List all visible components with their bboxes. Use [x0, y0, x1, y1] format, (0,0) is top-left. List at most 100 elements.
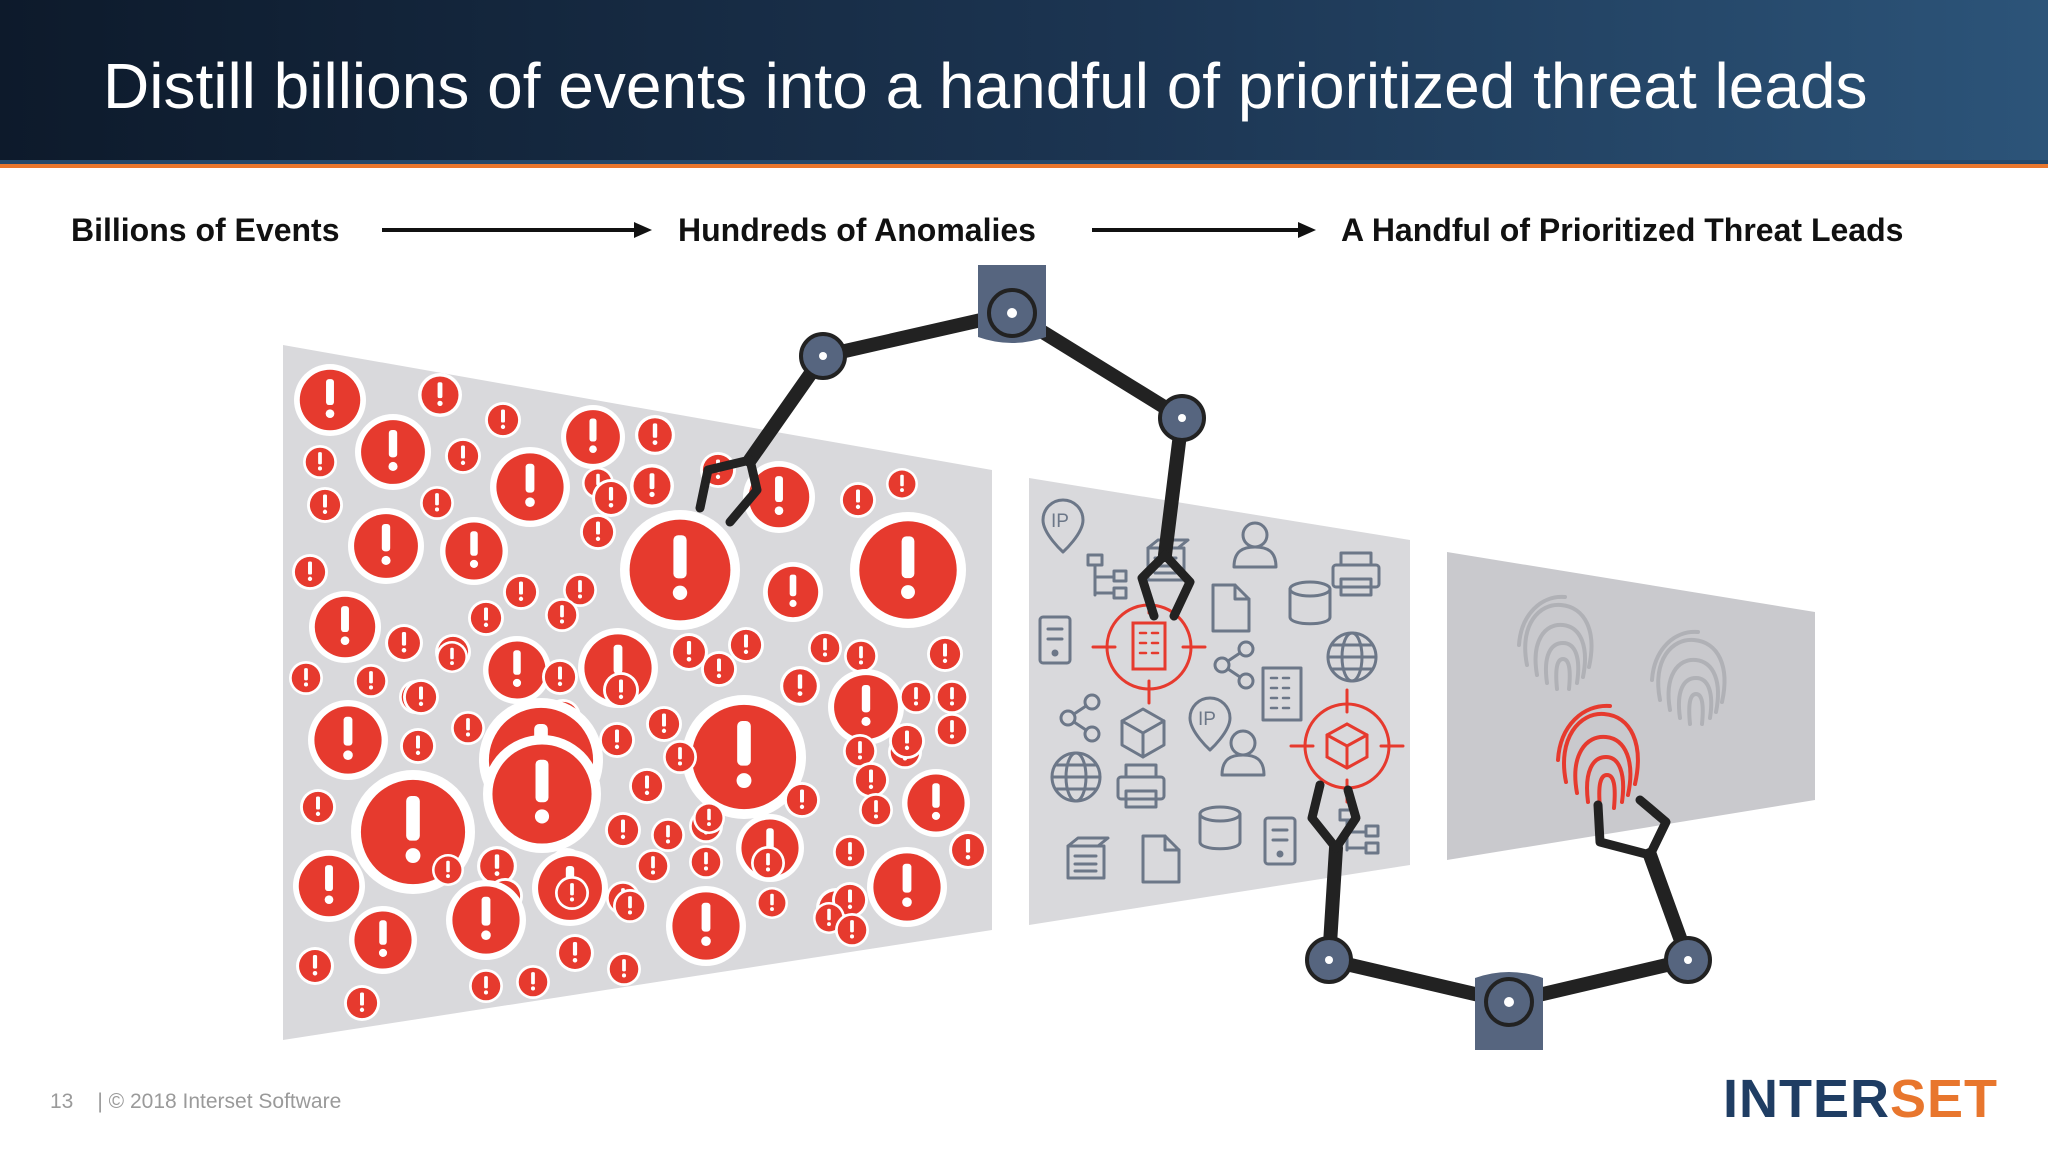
- alert-icon: [440, 517, 508, 585]
- gripper-claw: [1137, 550, 1195, 621]
- alert-icon: [784, 782, 820, 818]
- header-divider-orange: [0, 164, 2048, 168]
- alert-icon: [469, 969, 503, 1003]
- alert-icon: [949, 831, 987, 869]
- alert-icon: [902, 769, 970, 837]
- alert-icon: [542, 659, 578, 695]
- alert-icon: [635, 415, 675, 455]
- alert-icon: [840, 482, 876, 518]
- alert-icon: [886, 468, 918, 500]
- gripper-claw: [1307, 780, 1361, 853]
- alert-icon: [663, 740, 697, 774]
- network-tree-icon: [1086, 553, 1128, 600]
- alert-icon: [561, 405, 625, 469]
- database-icon: [1288, 580, 1332, 626]
- alert-icon: [516, 965, 550, 999]
- alert-icon: [844, 639, 878, 673]
- alert-icon: [303, 445, 337, 479]
- alert-icon: [613, 889, 647, 923]
- alert-icon: [451, 711, 485, 745]
- alert-icon: [756, 887, 788, 919]
- alert-icon: [294, 364, 366, 436]
- alert-icon: [780, 666, 820, 706]
- alert-icon: [354, 664, 388, 698]
- alert-icon: [436, 641, 468, 673]
- alert-icon: [289, 661, 323, 695]
- alert-icon: [636, 849, 670, 883]
- printer-icon: [1331, 551, 1381, 597]
- alert-icon: [580, 514, 616, 550]
- alert-icon: [446, 880, 526, 960]
- server-icon: [1263, 816, 1297, 866]
- alert-icon: [293, 850, 365, 922]
- alert-icon: [349, 906, 417, 974]
- alert-icon: [651, 818, 685, 852]
- printer-icon: [1116, 763, 1166, 809]
- alert-icon: [808, 631, 842, 665]
- alert-icon: [751, 846, 785, 880]
- alert-icon: [420, 486, 454, 520]
- globe-icon: [1050, 751, 1102, 803]
- alert-icon: [483, 735, 601, 853]
- alert-icon: [432, 854, 464, 886]
- robotic-arm-top: [695, 265, 1206, 621]
- alert-icon: [348, 508, 424, 584]
- alert-icon: [300, 789, 336, 825]
- footer: 13| © 2018 Interset Software: [50, 1090, 341, 1114]
- share-icon: [1213, 640, 1255, 690]
- arrow-right-icon: [382, 222, 652, 238]
- gripper-claw: [1593, 795, 1671, 860]
- title-bar: Distill billions of events into a handfu…: [0, 0, 2048, 160]
- alert-icon: [603, 672, 639, 708]
- alert-icon: [485, 402, 521, 438]
- logo-part-set: SET: [1889, 1069, 1998, 1129]
- ip-label: IP: [1051, 511, 1069, 532]
- fingerprint-icon: [1650, 629, 1727, 726]
- alert-icon: [850, 512, 966, 628]
- alert-icon: [646, 706, 682, 742]
- alert-icon: [630, 464, 674, 508]
- alert-icon: [629, 768, 665, 804]
- alert-icon: [355, 414, 431, 490]
- alert-icon: [859, 793, 893, 827]
- interset-logo: INTERSET: [1723, 1068, 1998, 1130]
- fingerprint-icon: [1517, 594, 1594, 691]
- alert-icon: [927, 636, 963, 672]
- alert-icon: [763, 562, 823, 622]
- alert-icon: [418, 373, 462, 417]
- alert-icon: [689, 845, 723, 879]
- prioritized-fingerprint-icon: [1556, 703, 1640, 810]
- alert-icon: [296, 947, 334, 985]
- alert-icon: [556, 934, 594, 972]
- alert-icon: [592, 479, 630, 517]
- robotic-arm-bottom: [1305, 780, 1712, 1050]
- alert-icon: [445, 438, 481, 474]
- file-icon: [1211, 583, 1251, 633]
- alert-icon: [889, 723, 925, 759]
- cube-icon: [1120, 707, 1166, 759]
- page-number: 13: [50, 1090, 74, 1113]
- alert-icon: [403, 679, 439, 715]
- alert-icon: [307, 487, 343, 523]
- alert-icon: [483, 636, 551, 704]
- user-icon: [1232, 521, 1278, 569]
- alert-icon: [833, 835, 867, 869]
- ip-location-icon: IP: [1188, 696, 1232, 752]
- alert-icon: [555, 876, 589, 910]
- alert-icon: [292, 554, 328, 590]
- alert-icon: [666, 886, 746, 966]
- server-icon: [1038, 615, 1072, 665]
- alert-icon: [835, 913, 869, 947]
- alert-icon: [935, 713, 969, 747]
- stage-label-leads: A Handful of Prioritized Threat Leads: [1341, 212, 1904, 248]
- alert-icon: [853, 762, 889, 798]
- document-stack-icon: [1066, 836, 1110, 880]
- alert-icon: [308, 700, 388, 780]
- alert-icon: [620, 510, 740, 630]
- database-icon: [1198, 805, 1242, 851]
- alert-icon: [867, 847, 947, 927]
- logo-part-inter: INTER: [1722, 1069, 1890, 1129]
- ip-location-icon: IP: [1041, 498, 1085, 554]
- alert-icon: [935, 680, 969, 714]
